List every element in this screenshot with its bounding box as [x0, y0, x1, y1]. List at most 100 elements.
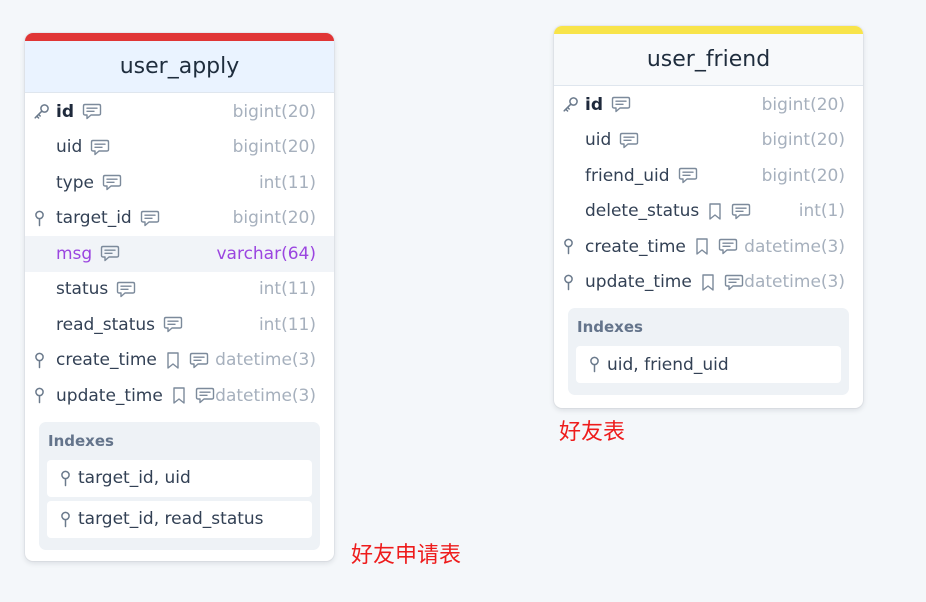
comment-icon[interactable] [116, 280, 136, 299]
field-name: id [56, 101, 74, 122]
index-icon [59, 470, 78, 487]
field-row-update-time[interactable]: update_time datetime(3) [25, 378, 334, 414]
comment-icon[interactable] [611, 95, 631, 114]
field-type: bigint(20) [761, 94, 845, 115]
field-row-id[interactable]: id bigint(20) [554, 87, 863, 123]
comment-icon[interactable] [678, 166, 698, 185]
field-row-status[interactable]: status int(11) [25, 272, 334, 308]
bookmark-icon[interactable] [171, 386, 187, 405]
field-row-uid[interactable]: uid bigint(20) [25, 130, 334, 166]
field-lead-spacer [562, 130, 585, 150]
field-name: uid [56, 137, 83, 158]
field-type: bigint(20) [232, 137, 316, 158]
field-type: bigint(20) [232, 101, 316, 122]
field-lead-spacer [562, 166, 585, 186]
index-icon [562, 237, 585, 257]
index-item[interactable]: uid, friend_uid [576, 346, 841, 383]
field-type: datetime(3) [744, 272, 845, 293]
key-icon [33, 102, 56, 122]
field-type: datetime(3) [215, 350, 316, 371]
index-list: uid, friend_uid [576, 346, 841, 383]
field-lead-spacer [33, 244, 56, 264]
indexes-title: Indexes [48, 431, 114, 450]
field-lead-spacer [33, 279, 56, 299]
field-name: update_time [585, 272, 692, 293]
field-row-update-time[interactable]: update_time datetime(3) [554, 265, 863, 301]
field-type: varchar(64) [216, 243, 316, 264]
field-name: create_time [585, 236, 686, 257]
index-icon [588, 356, 607, 373]
bookmark-icon[interactable] [700, 273, 716, 292]
index-icon [33, 386, 56, 406]
index-item[interactable]: target_id, uid [47, 459, 312, 497]
index-icon [59, 511, 78, 528]
field-row-id[interactable]: id bigint(20) [25, 94, 334, 130]
index-icon [33, 208, 56, 228]
field-row-target-id[interactable]: target_id bigint(20) [25, 201, 334, 237]
field-name: msg [56, 243, 93, 264]
comment-icon[interactable] [731, 202, 751, 221]
bookmark-icon[interactable] [165, 351, 181, 370]
field-type: datetime(3) [215, 385, 316, 406]
table-header[interactable]: user_friend [554, 34, 863, 86]
field-lead-spacer [33, 137, 56, 157]
field-type: datetime(3) [744, 236, 845, 257]
field-name: id [585, 94, 603, 115]
comment-icon[interactable] [189, 351, 209, 370]
field-name: create_time [56, 350, 157, 371]
comment-icon[interactable] [163, 315, 183, 334]
table-name: user_apply [119, 54, 240, 79]
field-lead-spacer [33, 315, 56, 335]
field-row-uid[interactable]: uid bigint(20) [554, 123, 863, 159]
table-card-user-apply[interactable]: user_apply id bigint(20) uid bigint(20) type… [25, 33, 334, 561]
comment-icon[interactable] [82, 102, 102, 121]
field-row-delete-status[interactable]: delete_status int(1) [554, 194, 863, 230]
index-item[interactable]: target_id, read_status [47, 500, 312, 538]
field-name: uid [585, 130, 612, 151]
table-color-bar [25, 33, 334, 41]
table-caption-user-friend: 好友表 [559, 420, 626, 445]
index-icon [33, 350, 56, 370]
field-type: bigint(20) [761, 165, 845, 186]
field-name: update_time [56, 385, 163, 406]
field-name: target_id [56, 208, 132, 229]
index-columns: uid, friend_uid [607, 354, 729, 375]
key-icon [562, 95, 585, 115]
indexes-title: Indexes [577, 318, 643, 336]
table-caption-user-apply: 好友申请表 [351, 543, 462, 568]
comment-icon[interactable] [100, 244, 120, 263]
comment-icon[interactable] [140, 209, 160, 228]
index-columns: target_id, uid [78, 468, 191, 488]
indexes-section: Indexes uid, friend_uid [568, 308, 849, 395]
comment-icon[interactable] [102, 173, 122, 192]
comment-icon[interactable] [718, 237, 738, 256]
field-row-msg[interactable]: msg varchar(64) [25, 236, 334, 272]
field-name: status [56, 279, 109, 300]
comment-icon[interactable] [195, 386, 215, 405]
field-row-create-time[interactable]: create_time datetime(3) [554, 229, 863, 265]
table-header[interactable]: user_apply [25, 41, 334, 93]
field-type: bigint(20) [232, 208, 316, 229]
field-name: delete_status [585, 201, 700, 222]
index-list: target_id, uid target_id, read_status [47, 459, 312, 538]
table-color-bar [554, 26, 863, 34]
field-type: int(1) [798, 201, 845, 222]
field-type: int(11) [258, 279, 316, 300]
bookmark-icon[interactable] [694, 237, 710, 256]
table-name: user_friend [646, 47, 771, 72]
bookmark-icon[interactable] [707, 202, 723, 221]
comment-icon[interactable] [619, 131, 639, 150]
field-type: bigint(20) [761, 130, 845, 151]
field-lead-spacer [33, 173, 56, 193]
field-name: read_status [56, 314, 156, 335]
field-row-create-time[interactable]: create_time datetime(3) [25, 343, 334, 379]
comment-icon[interactable] [724, 273, 744, 292]
field-name: type [56, 172, 94, 193]
comment-icon[interactable] [90, 138, 110, 157]
field-lead-spacer [562, 201, 585, 221]
